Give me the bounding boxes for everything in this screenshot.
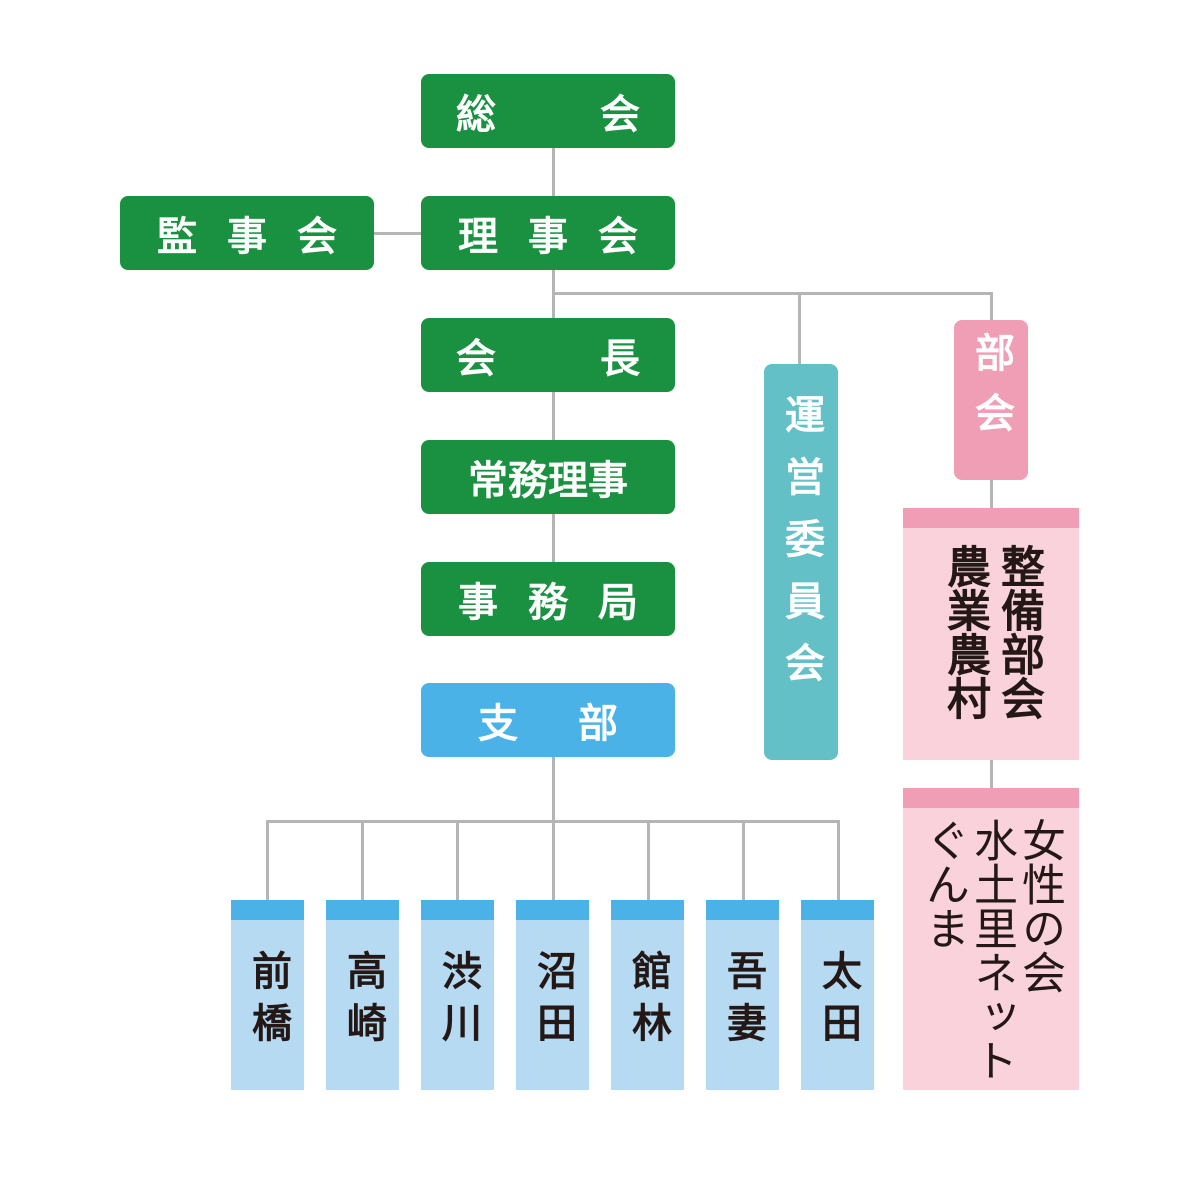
connector-branch-5 <box>742 820 745 902</box>
branch-label: 館林 <box>625 950 671 1054</box>
division-womens-network-label-col-1: ぐんま <box>918 818 969 950</box>
branch-tatebayashi[interactable]: 館林 <box>611 900 684 1090</box>
connector-general-board <box>552 148 555 198</box>
division-womens-network-label-col-2: 水土里ネット <box>966 818 1017 1082</box>
branch-label: 吾妻 <box>720 950 766 1054</box>
executive-director-label: 常務理事 <box>468 458 628 504</box>
connector-branch-4 <box>647 820 650 902</box>
branch-label: 沼田 <box>530 950 576 1054</box>
steering-committee-label: 運営委員会 <box>778 394 824 704</box>
branch-numata[interactable]: 沼田 <box>516 900 589 1090</box>
branch-shibukawa[interactable]: 渋川 <box>421 900 494 1090</box>
connector-branch-2 <box>456 820 459 902</box>
divisions-header-box[interactable]: 部会 <box>954 320 1028 480</box>
connector-board-right-branch <box>552 292 993 295</box>
audit-board-label-2: 事 <box>227 214 267 260</box>
secretariat-label-2: 務 <box>528 580 568 626</box>
division-womens-network-panel[interactable]: ぐんま 水土里ネット 女性の会 <box>903 788 1079 1090</box>
division-agri-rural-band <box>903 508 1079 528</box>
branch-ota[interactable]: 太田 <box>801 900 874 1090</box>
branches-header-label-1: 支 <box>478 701 518 747</box>
branch-label: 前橋 <box>245 950 291 1054</box>
board-of-directors-box[interactable]: 理 事 会 <box>421 196 675 270</box>
connector-divisions <box>990 292 993 322</box>
connector-branch-stem <box>552 756 555 902</box>
board-label-1: 理 <box>458 214 498 260</box>
board-label-3: 会 <box>598 214 638 260</box>
branch-takasaki[interactable]: 高崎 <box>326 900 399 1090</box>
connector-branch-bar <box>266 820 839 823</box>
audit-board-box[interactable]: 監 事 会 <box>120 196 374 270</box>
connector-steering <box>798 292 801 366</box>
secretariat-label-3: 局 <box>598 580 638 626</box>
president-box[interactable]: 会 長 <box>421 318 675 392</box>
connector-branch-0 <box>266 820 269 902</box>
president-label-2: 長 <box>600 336 640 382</box>
branch-agatsuma[interactable]: 吾妻 <box>706 900 779 1090</box>
branch-band <box>706 900 779 920</box>
connector-branch-1 <box>361 820 364 902</box>
branch-band <box>326 900 399 920</box>
branch-band <box>421 900 494 920</box>
branch-label: 太田 <box>815 950 861 1054</box>
branch-band <box>801 900 874 920</box>
secretariat-box[interactable]: 事 務 局 <box>421 562 675 636</box>
board-label-2: 事 <box>528 214 568 260</box>
audit-board-label-3: 会 <box>297 214 337 260</box>
connector-audit-board <box>373 232 422 235</box>
division-agri-rural-panel[interactable]: 農業農村 整備部会 <box>903 508 1079 760</box>
division-agri-rural-label-col-1: 農業農村 <box>939 544 990 720</box>
branches-header-box[interactable]: 支 部 <box>421 683 675 757</box>
branch-band <box>516 900 589 920</box>
executive-director-box[interactable]: 常務理事 <box>421 440 675 514</box>
branch-band <box>231 900 304 920</box>
divisions-header-label: 部会 <box>968 332 1014 452</box>
branch-maebashi[interactable]: 前橋 <box>231 900 304 1090</box>
steering-committee-box[interactable]: 運営委員会 <box>764 364 838 760</box>
general-meeting-label-1: 総 <box>456 92 496 138</box>
audit-board-label-1: 監 <box>157 214 197 260</box>
branches-header-label-2: 部 <box>578 701 618 747</box>
division-womens-network-label-col-3: 女性の会 <box>1014 818 1065 994</box>
secretariat-label-1: 事 <box>458 580 498 626</box>
division-womens-network-band <box>903 788 1079 808</box>
branch-label: 高崎 <box>340 950 386 1054</box>
general-meeting-box[interactable]: 総 会 <box>421 74 675 148</box>
connector-board-secretariat <box>552 270 555 564</box>
president-label-1: 会 <box>456 336 496 382</box>
division-agri-rural-label-col-2: 整備部会 <box>993 544 1044 720</box>
branch-band <box>611 900 684 920</box>
branch-label: 渋川 <box>435 950 481 1054</box>
general-meeting-label-2: 会 <box>600 92 640 138</box>
connector-branch-6 <box>837 820 840 902</box>
